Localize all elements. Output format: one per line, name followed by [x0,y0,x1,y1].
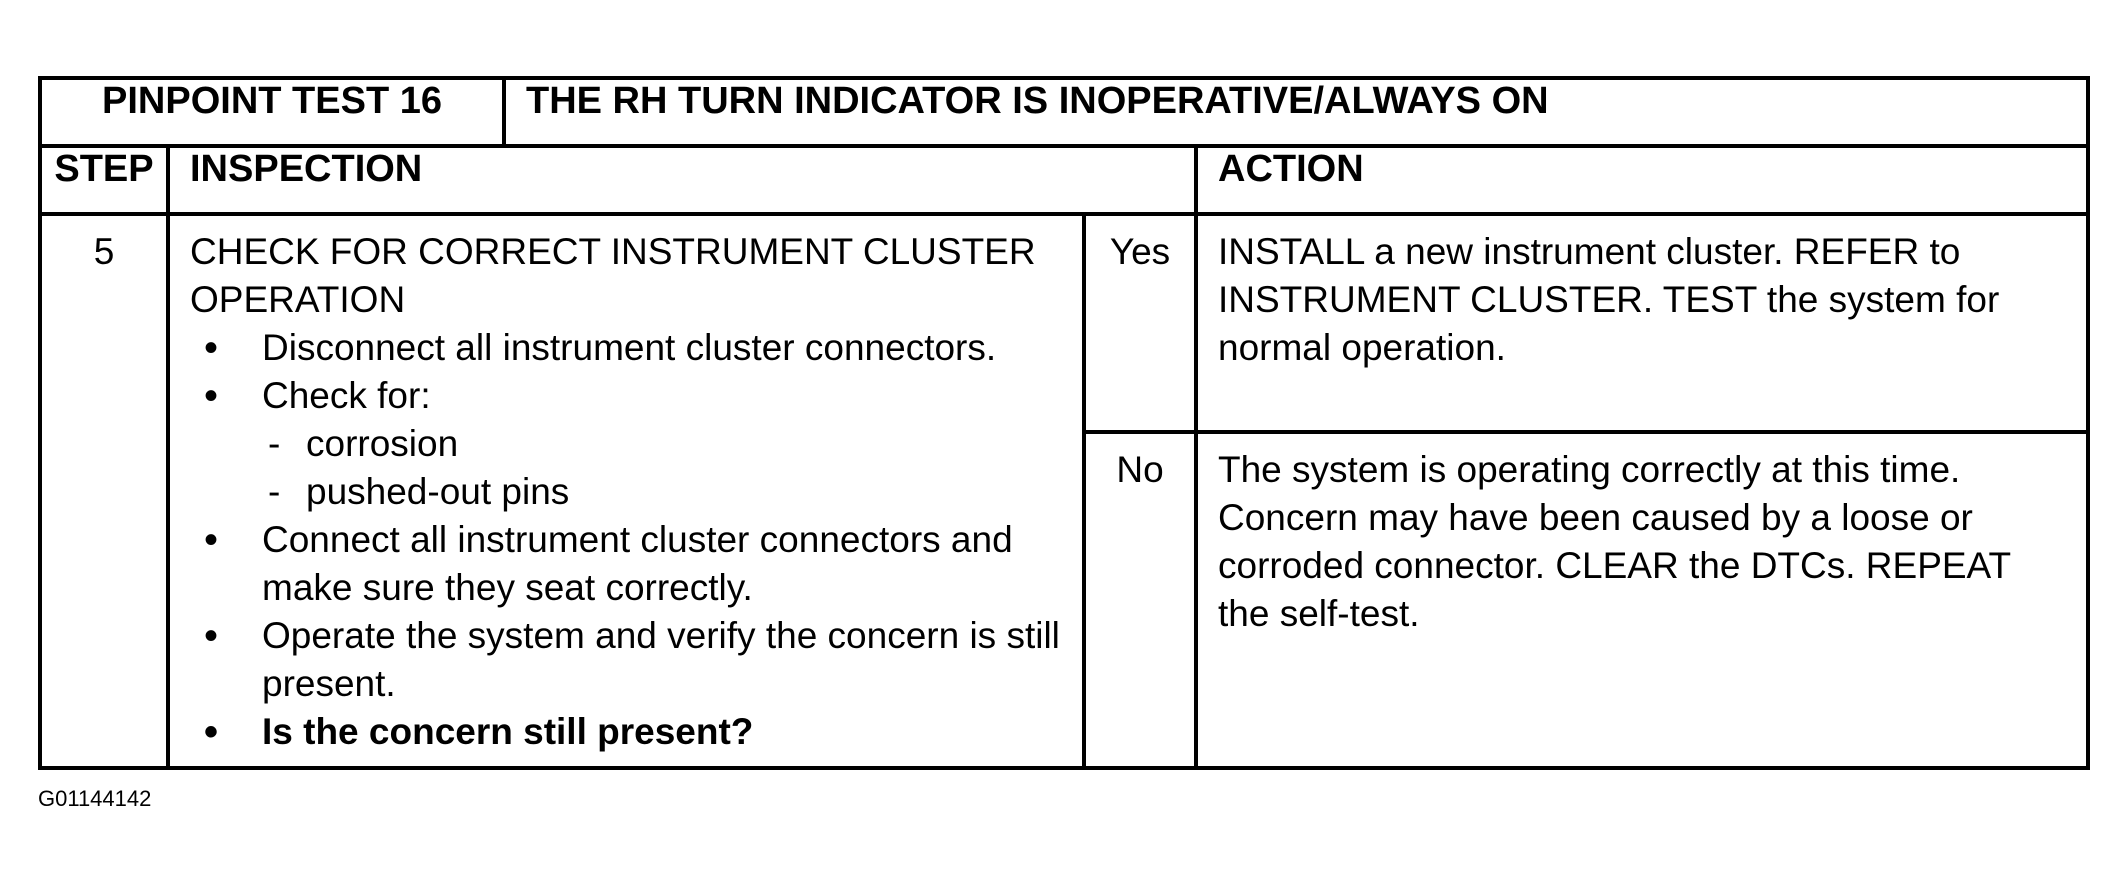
list-item: corrosion [262,420,1066,468]
yes-label: Yes [1082,212,1198,434]
test-title: THE RH TURN INDICATOR IS INOPERATIVE/ALW… [502,76,2090,148]
pinpoint-test-sheet: PINPOINT TEST 16 THE RH TURN INDICATOR I… [38,76,2090,771]
inspection-cell: CHECK FOR CORRECT INSTRUMENT CLUSTER OPE… [166,212,1086,770]
inspection-column-header: INSPECTION [166,144,1198,216]
list-item: Disconnect all instrument cluster connec… [190,324,1066,372]
list-item: Operate the system and verify the concer… [190,612,1066,708]
step-number: 5 [38,212,170,770]
step-row-no: No The system is operating correctly at … [40,429,2090,771]
pinpoint-test-table: PINPOINT TEST 16 THE RH TURN INDICATOR I… [38,76,2090,771]
inspection-steps: Disconnect all instrument cluster connec… [190,324,1066,756]
yes-action: INSTALL a new instrument cluster. REFER … [1194,212,2090,434]
action-column-header: ACTION [1194,144,2090,216]
figure-id: G01144142 [38,786,152,811]
no-label: No [1082,429,1198,771]
test-header-row: PINPOINT TEST 16 THE RH TURN INDICATOR I… [38,76,2090,148]
list-item: Check for: corrosion pushed-out pins [190,372,1066,516]
step-column-header: STEP [38,144,170,216]
test-number: PINPOINT TEST 16 [38,76,506,148]
check-for-label: Check for: [262,375,431,416]
list-item: pushed-out pins [262,468,1066,516]
inspection-title: CHECK FOR CORRECT INSTRUMENT CLUSTER OPE… [190,231,1036,320]
list-item: Connect all instrument cluster connector… [190,516,1066,612]
list-item: Is the concern still present? [190,708,1066,756]
no-action: The system is operating correctly at thi… [1194,429,2090,771]
step-row-yes: 5 CHECK FOR CORRECT INSTRUMENT CLUSTER O… [38,212,2090,770]
column-header-row: STEP INSPECTION ACTION [38,144,2090,216]
check-for-sublist: corrosion pushed-out pins [262,420,1066,516]
